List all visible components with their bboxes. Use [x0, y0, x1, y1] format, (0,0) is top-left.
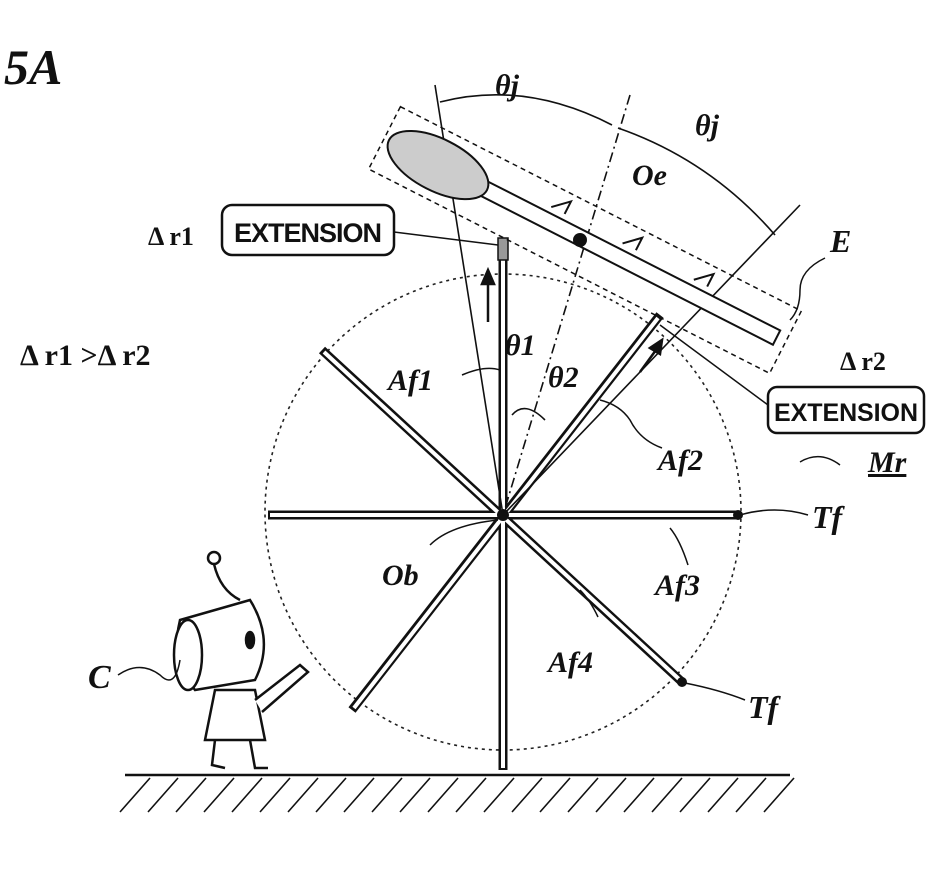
hatch-mark — [343, 777, 375, 813]
hatch-mark — [511, 777, 543, 813]
hatch-mark — [315, 777, 347, 813]
hatch-mark — [203, 777, 235, 813]
label-theta2: θ2 — [548, 361, 579, 394]
hatch-mark — [427, 777, 459, 813]
hatch-mark — [707, 777, 739, 813]
label-tf-1: Tf — [812, 499, 846, 535]
hatch-mark — [623, 777, 655, 813]
angle-lines — [434, 84, 801, 516]
label-inequality: Δ r1 >Δ r2 — [20, 339, 151, 372]
extension-box-2 — [766, 385, 926, 435]
hatch-mark — [371, 777, 403, 813]
hatch-mark — [735, 777, 767, 813]
hatch-mark — [651, 777, 683, 813]
label-tf-2: Tf — [748, 689, 782, 725]
label-mr: Mr — [867, 446, 907, 479]
label-c: C — [88, 659, 111, 696]
tip-tf-2 — [677, 677, 687, 687]
leader-lines — [117, 257, 841, 701]
hatch-mark — [231, 777, 263, 813]
extension-label-1: EXTENSION — [234, 218, 382, 248]
extension-box-1 — [220, 203, 396, 257]
hatch-mark — [147, 777, 179, 813]
extension-label-2: EXTENSION — [774, 399, 918, 427]
hatch-mark — [399, 777, 431, 813]
figure-label: 5A — [4, 39, 62, 95]
label-theta-j-1: θj — [495, 69, 520, 102]
label-af2: Af2 — [656, 444, 703, 477]
label-e: E — [829, 223, 851, 259]
hatch-mark — [455, 777, 487, 813]
character-c — [172, 550, 310, 770]
label-af4: Af4 — [546, 646, 593, 679]
hatch-mark — [539, 777, 571, 813]
label-oe: Oe — [632, 159, 667, 192]
extension-r1 — [497, 237, 509, 261]
label-af1: Af1 — [386, 364, 433, 397]
label-delta-r1: Δ r1 — [148, 222, 194, 251]
hatch-mark — [595, 777, 627, 813]
hatch-mark — [119, 777, 151, 813]
extension-arrows — [480, 266, 664, 373]
hatch-mark — [679, 777, 711, 813]
tip-tf-1 — [733, 510, 743, 520]
label-delta-r2: Δ r2 — [840, 347, 886, 376]
hatch-mark — [483, 777, 515, 813]
enemy-e — [367, 105, 803, 375]
ground-hatch — [119, 777, 795, 813]
label-theta-j-2: θj — [695, 109, 720, 142]
label-theta1: θ1 — [505, 329, 536, 362]
label-ob: Ob — [382, 559, 419, 592]
hatch-mark — [259, 777, 291, 813]
hatch-mark — [287, 777, 319, 813]
hatch-mark — [175, 777, 207, 813]
point-oe — [573, 233, 587, 247]
hatch-mark — [567, 777, 599, 813]
hatch-mark — [763, 777, 795, 813]
label-af3: Af3 — [653, 569, 700, 602]
